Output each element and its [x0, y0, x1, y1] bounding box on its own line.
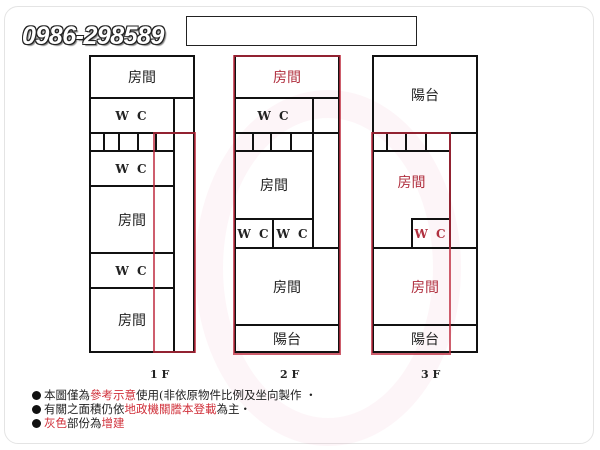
corridor [449, 132, 478, 249]
wc-label: W C [237, 226, 271, 241]
room-label: 房間 [273, 279, 301, 296]
extension-outline [371, 132, 451, 355]
card-frame [4, 6, 594, 444]
bullet-icon [32, 391, 41, 400]
balcony-label: 陽台 [273, 331, 301, 348]
phone-number: 0986-298589 [22, 22, 164, 50]
stair-cell [118, 132, 139, 152]
note-text: 為主‧ [216, 402, 252, 416]
floor-label-3f: 3 F [421, 368, 441, 381]
note-highlight: 灰色 [44, 416, 67, 430]
note-highlight: 參考示意 [90, 388, 136, 402]
room: 房間 [89, 287, 175, 353]
room-label: 房間 [118, 212, 146, 229]
wc-label: W C [276, 226, 310, 241]
balcony-label: 陽台 [411, 87, 439, 104]
note-highlight: 地政機關謄本登載 [124, 402, 217, 416]
floor-label-2f: 2 F [280, 368, 300, 381]
note-text: 使用(非依原物件比例及坐向製作 ‧ [136, 388, 317, 402]
wc-label: W C [115, 161, 149, 176]
floor-label-1f: 1 F [150, 368, 170, 381]
note-text: 本圖僅為 [44, 388, 90, 402]
bullet-icon [32, 419, 41, 428]
note-line: 本圖僅為參考示意使用(非依原物件比例及坐向製作 ‧ [32, 388, 317, 402]
extension-outline [233, 55, 341, 355]
room-label: 房間 [273, 70, 301, 86]
wc: W C [89, 97, 175, 134]
note-text: 有關之面積仍依 [44, 402, 125, 416]
note-line: 灰色部份為增建 [32, 416, 317, 430]
notes: 本圖僅為參考示意使用(非依原物件比例及坐向製作 ‧有關之面積仍依地政機關謄本登載… [32, 388, 317, 430]
wc-label: W C [115, 108, 149, 123]
balcony-label: 陽台 [411, 331, 439, 348]
balcony: 陽台 [372, 55, 478, 134]
room-label: 房間 [128, 70, 156, 86]
extension-outline [153, 132, 196, 353]
room-label: 房間 [397, 175, 426, 191]
wc-label: W C [414, 226, 448, 241]
note-text: 部份為 [67, 416, 102, 430]
balcony: 陽台 [372, 324, 478, 353]
blank-label-box [186, 16, 417, 46]
wc-label: W C [257, 108, 291, 123]
room-label: 房間 [411, 279, 439, 296]
room: 房間 [89, 55, 195, 99]
room-label: 房間 [260, 178, 288, 194]
bullet-icon [32, 405, 41, 414]
note-line: 有關之面積仍依地政機關謄本登載為主‧ [32, 402, 317, 416]
note-highlight: 增建 [101, 416, 125, 430]
room-label: 房間 [118, 313, 146, 329]
wc-label: W C [115, 263, 149, 278]
